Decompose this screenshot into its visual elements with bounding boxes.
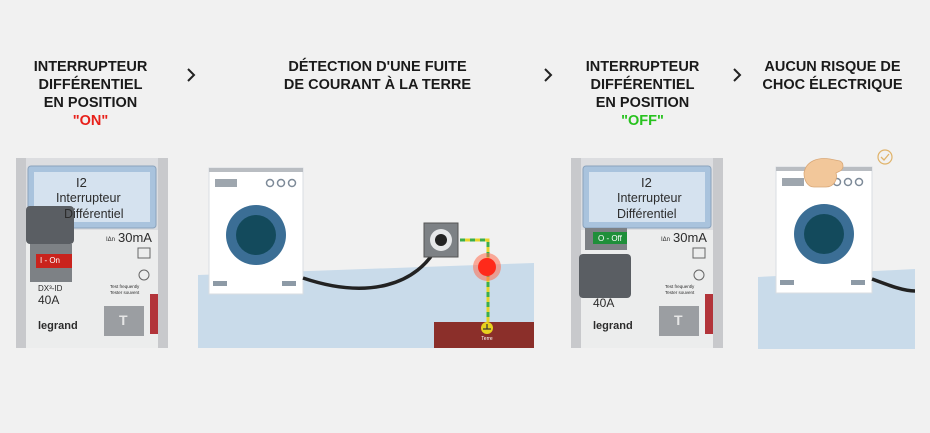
leak-indicator-icon [478, 258, 496, 276]
hand-icon [803, 158, 844, 188]
breaker-on-rating: 30mA [118, 230, 152, 245]
breaker-on-model: DX³-ID [38, 284, 63, 293]
breaker-off-test-button: T [674, 312, 683, 328]
step-4-line-2: CHOC ÉLECTRIQUE [762, 77, 903, 93]
breaker-off-window-line-3: Différentiel [617, 207, 677, 221]
breaker-off-rating-prefix: IΔn [661, 237, 671, 243]
safe-illustration [758, 149, 915, 349]
breaker-off-amps: 40A [593, 296, 615, 310]
breaker-off-window-line-2: Interrupteur [617, 191, 682, 205]
step-1-line-3: EN POSITION [43, 95, 138, 111]
breaker-on-rating-prefix: IΔn [106, 237, 116, 243]
step-1-caption: INTERRUPTEUR DIFFÉRENTIEL EN POSITION "O… [18, 58, 163, 130]
breaker-on-brand: legrand [38, 320, 78, 332]
chevron-right-icon [187, 68, 196, 82]
step-3-line-1: INTERRUPTEUR [585, 59, 700, 75]
breaker-on-switch-label: I - On [40, 256, 61, 265]
breaker-on-amps: 40A [38, 293, 60, 307]
step-3-line-3: EN POSITION [595, 95, 690, 111]
breaker-off-panel: I2 Interrupteur Différentiel O - Off IΔn… [571, 158, 723, 348]
breaker-off-test-line-1: Test frequently [665, 284, 695, 289]
step-2-line-2: DE COURANT À LA TERRE [283, 77, 472, 93]
breaker-off-illustration [571, 158, 723, 348]
breaker-on-test-line-2: Tester souvent [110, 290, 140, 295]
step-1-line-1: INTERRUPTEUR [33, 59, 148, 75]
breaker-on-test-button: T [119, 312, 128, 328]
breaker-off-window-line-1: I2 [641, 175, 652, 190]
breaker-on-illustration [16, 158, 168, 348]
step-3-state: "OFF" [621, 113, 664, 129]
breaker-off-switch-label: O - Off [598, 234, 622, 243]
step-4-line-1: AUCUN RISQUE DE [764, 59, 901, 75]
breaker-on-window-line-3: Différentiel [64, 207, 124, 221]
step-3-line-2: DIFFÉRENTIEL [590, 77, 695, 93]
breaker-off-rating: 30mA [673, 230, 707, 245]
breaker-on-test-line-1: Test frequently [110, 284, 140, 289]
breaker-on-window-line-2: Interrupteur [56, 191, 121, 205]
safe-scene [758, 145, 915, 349]
chevron-right-icon [544, 68, 553, 82]
step-2-line-1: DÉTECTION D'UNE FUITE [288, 59, 467, 75]
breaker-on-panel: I2 Interrupteur Différentiel I - On IΔn … [16, 158, 168, 348]
step-1-state: "ON" [72, 113, 109, 129]
leak-detection-scene: Terre [198, 165, 534, 348]
chevron-right-icon [733, 68, 742, 82]
check-circle-icon [877, 149, 893, 165]
leak-detection-illustration [198, 167, 534, 348]
step-1-line-2: DIFFÉRENTIEL [38, 77, 143, 93]
breaker-on-window-line-1: I2 [76, 175, 87, 190]
ground-label: Terre [481, 336, 493, 342]
step-3-caption: INTERRUPTEUR DIFFÉRENTIEL EN POSITION "O… [570, 58, 715, 130]
breaker-off-test-line-2: Tester souvent [665, 290, 695, 295]
step-2-caption: DÉTECTION D'UNE FUITE DE COURANT À LA TE… [265, 58, 490, 94]
breaker-off-brand: legrand [593, 320, 633, 332]
step-4-caption: AUCUN RISQUE DE CHOC ÉLECTRIQUE [755, 58, 910, 94]
